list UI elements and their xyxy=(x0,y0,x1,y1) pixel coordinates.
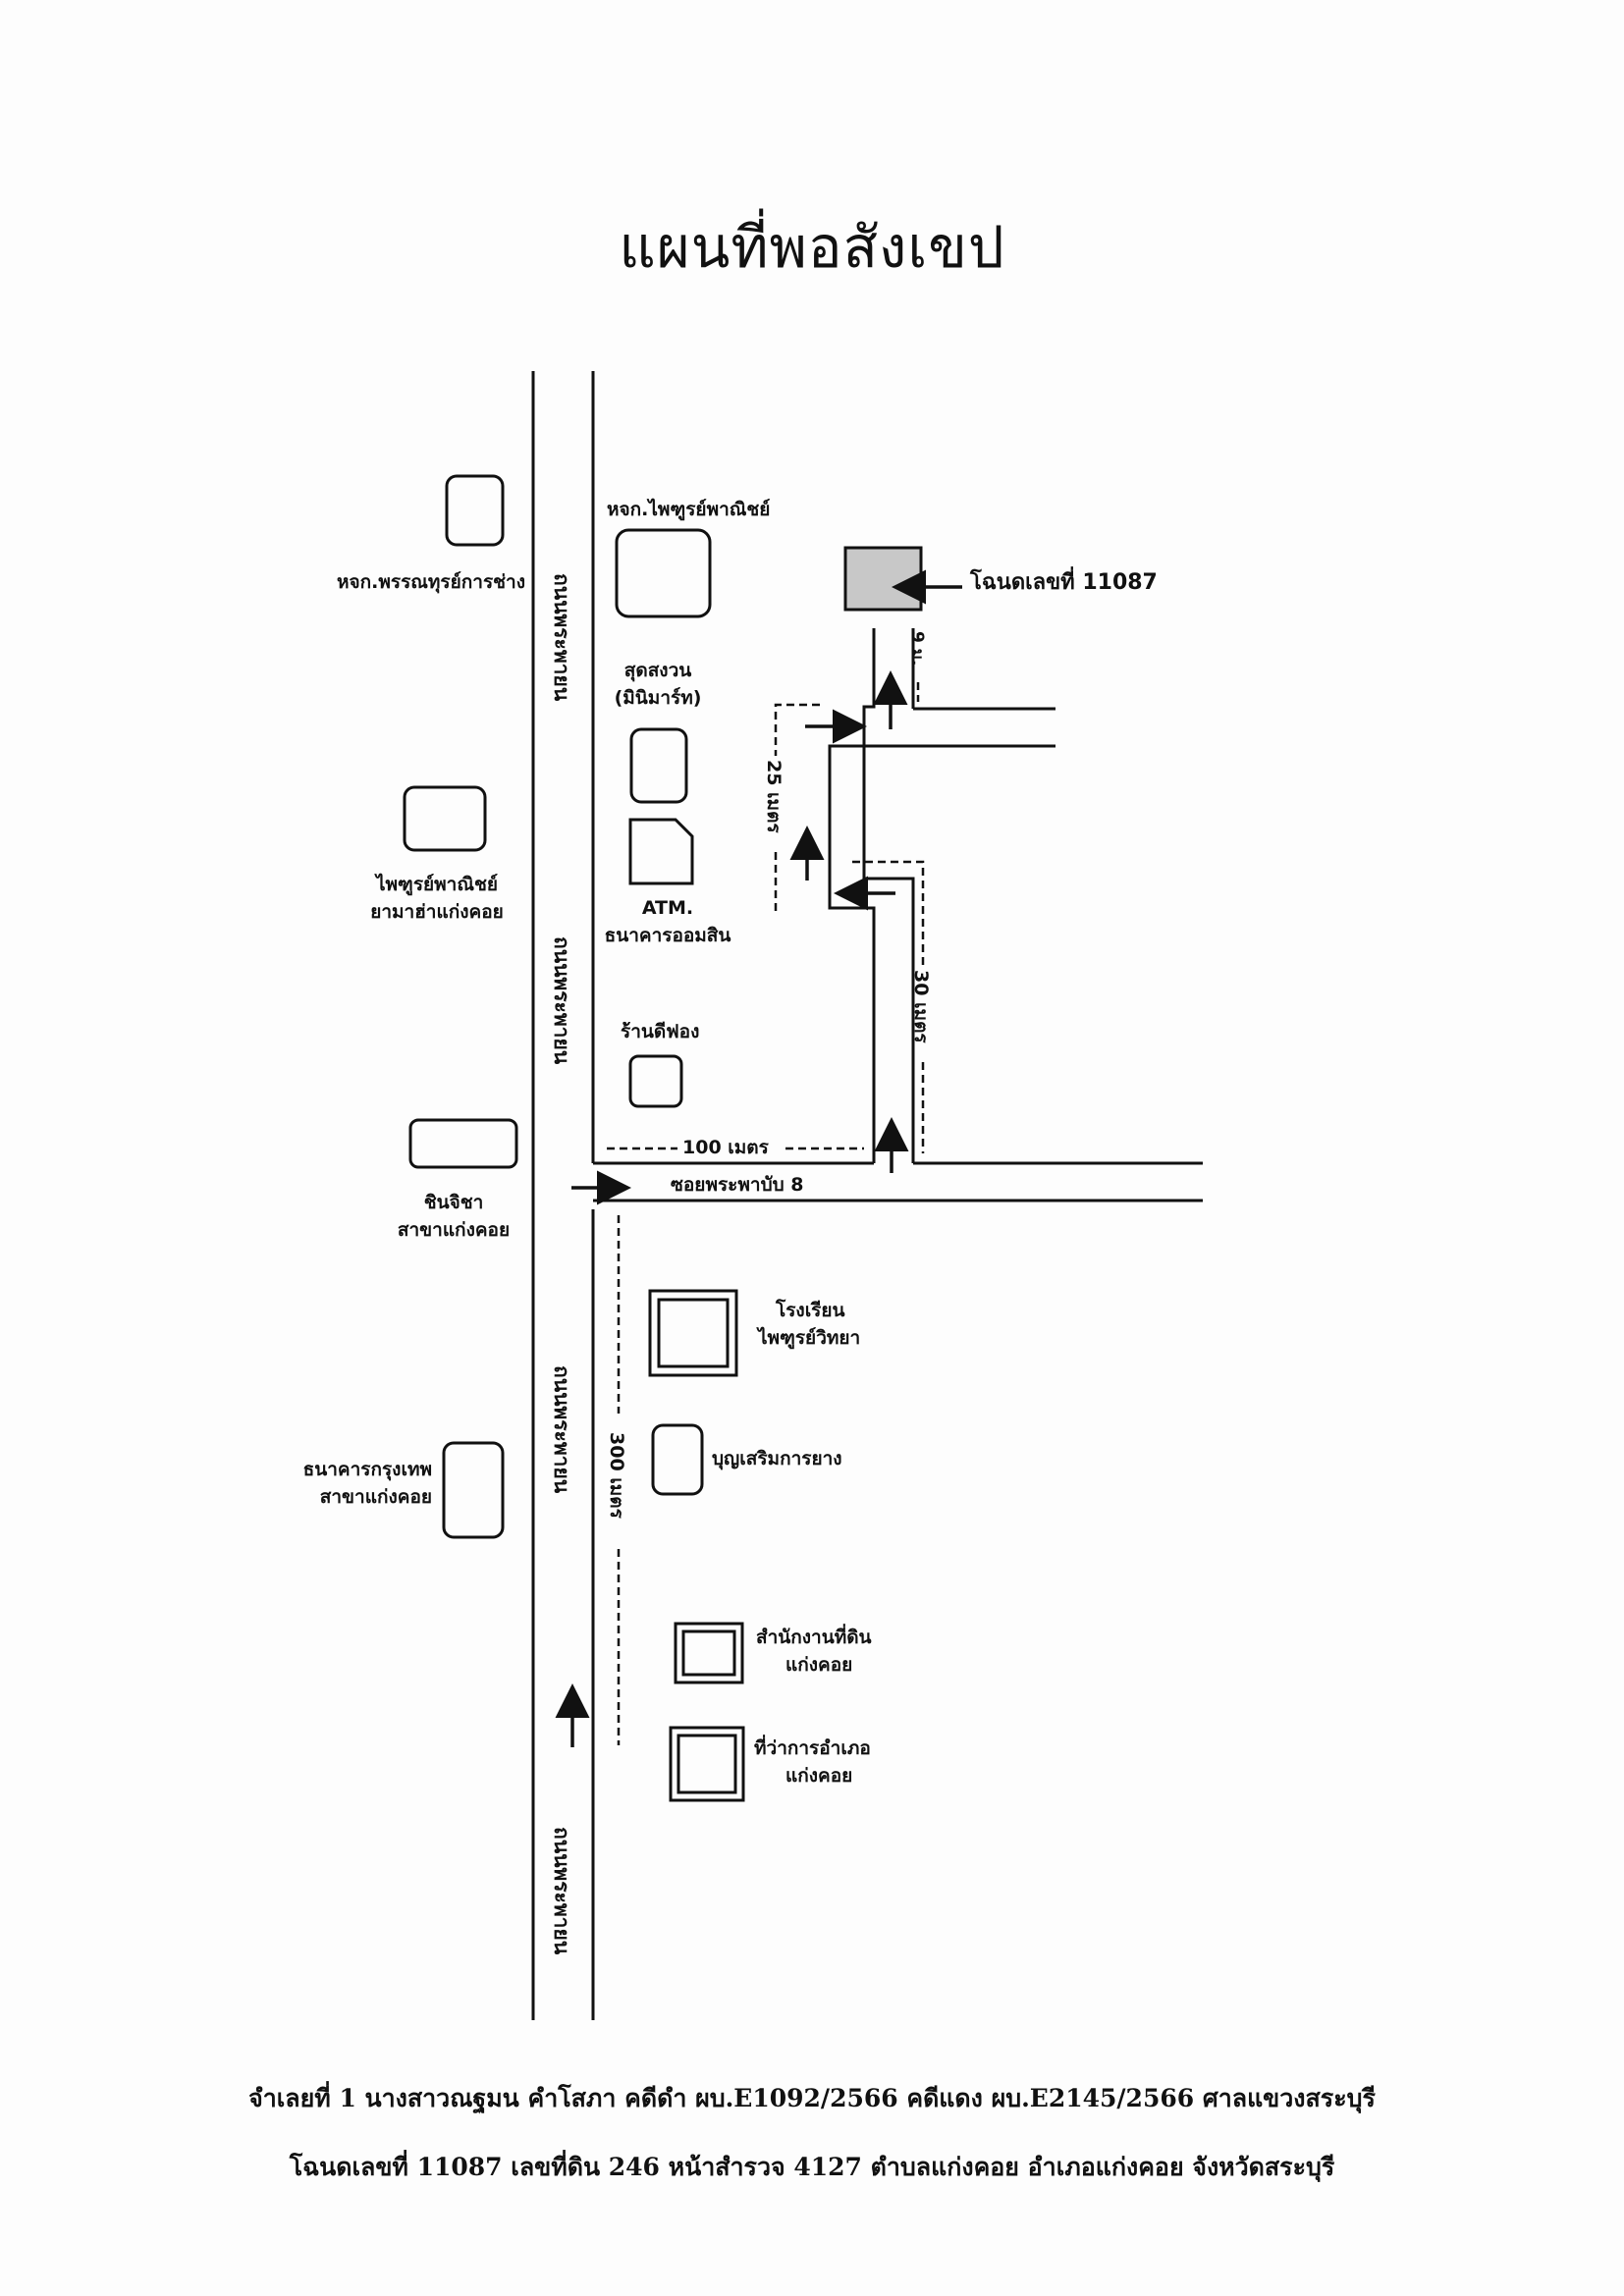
building-right1 xyxy=(615,528,712,618)
building-rubber xyxy=(651,1423,704,1496)
label-rubber: บุญเสริมการยาง xyxy=(712,1448,842,1469)
building-sudsuan xyxy=(629,727,688,804)
building-land-office-inner xyxy=(681,1629,736,1677)
building-bank xyxy=(442,1441,505,1539)
label-gsb: ธนาคารออมสิน xyxy=(604,925,731,946)
distance-25m-label: 25 เมตร xyxy=(763,760,785,833)
distance-30m-label: 30 เมตร xyxy=(910,970,932,1043)
building-shop xyxy=(628,1054,683,1108)
lane-west-edge xyxy=(828,744,1056,1163)
footer-line-1: จำเลยที่ 1 นางสาวณฐมน คำโสภา คดีดำ ผบ.E1… xyxy=(248,2084,1376,2112)
label-school-line2: ไพฑูรย์วิทยา xyxy=(758,1327,861,1349)
building-district-inner xyxy=(677,1734,737,1794)
distance-300m-label: 300 เมตร xyxy=(606,1432,627,1519)
distance-9m-label: 9 ม. xyxy=(907,631,927,667)
label-target: โฉนดเลขที่ 11087 xyxy=(970,570,1158,595)
footer-line-2: โฉนดเลขที่ 11087 เลขที่ดิน 246 หน้าสำรวจ… xyxy=(289,2153,1335,2181)
building-left2 xyxy=(403,785,487,852)
label-left2-line1: ไพฑูรย์พาณิชย์ xyxy=(375,874,499,895)
page-title: แผนที่พอสังเขป xyxy=(619,214,1005,281)
soi-label: ซอยพระพาบับ 8 xyxy=(671,1174,804,1196)
label-left3-line1: ชินจิชา xyxy=(423,1192,484,1213)
label-bank-line2: สาขาแก่งคอย xyxy=(319,1486,432,1508)
label-shop: ร้านดีฟอง xyxy=(621,1021,700,1042)
label-land-office-line1: สำนักงานที่ดิน xyxy=(756,1627,872,1648)
label-bank-line1: ธนาคารกรุงเทพ xyxy=(302,1459,432,1480)
label-district-line1: ที่ว่าการอำเภอ xyxy=(754,1737,871,1759)
label-right1: หจก.ไพฑูรย์พาณิชย์ xyxy=(607,499,771,520)
dash-30m-top xyxy=(852,860,925,967)
main-road-label-2: ถนนพระพายน xyxy=(550,936,573,1065)
distance-100m-label: 100 เมตร xyxy=(682,1137,769,1158)
label-sudsuan: สุดสงวน xyxy=(623,660,692,681)
main-road-label-4: ถนนพระพายน xyxy=(550,1827,573,1955)
building-school-inner xyxy=(657,1298,730,1368)
label-land-office-line2: แก่งคอย xyxy=(785,1654,853,1676)
label-left1: หจก.พรรณทุรย์การช่าง xyxy=(336,571,525,593)
label-atm: ATM. xyxy=(641,897,694,919)
lane-east-edge xyxy=(862,628,915,1163)
label-minimart: (มินิมาร์ท) xyxy=(614,687,702,709)
label-left3-line2: สาขาแก่งคอย xyxy=(397,1219,511,1241)
dash-25m xyxy=(774,703,820,756)
building-gsb xyxy=(628,818,694,885)
main-road-label-1: ถนนพระพายน xyxy=(550,573,573,702)
main-road-label-3: ถนนพระพายน xyxy=(550,1365,573,1494)
building-district xyxy=(669,1726,745,1802)
building-left1 xyxy=(445,474,505,547)
target-parcel xyxy=(843,546,923,612)
label-district-line2: แก่งคอย xyxy=(785,1765,853,1787)
label-school-line1: โรงเรียน xyxy=(776,1300,845,1321)
building-school xyxy=(648,1289,738,1377)
building-left3 xyxy=(408,1118,518,1169)
label-left2-line2: ยามาฮ่าแก่งคอย xyxy=(370,901,504,923)
building-land-office xyxy=(674,1622,744,1684)
